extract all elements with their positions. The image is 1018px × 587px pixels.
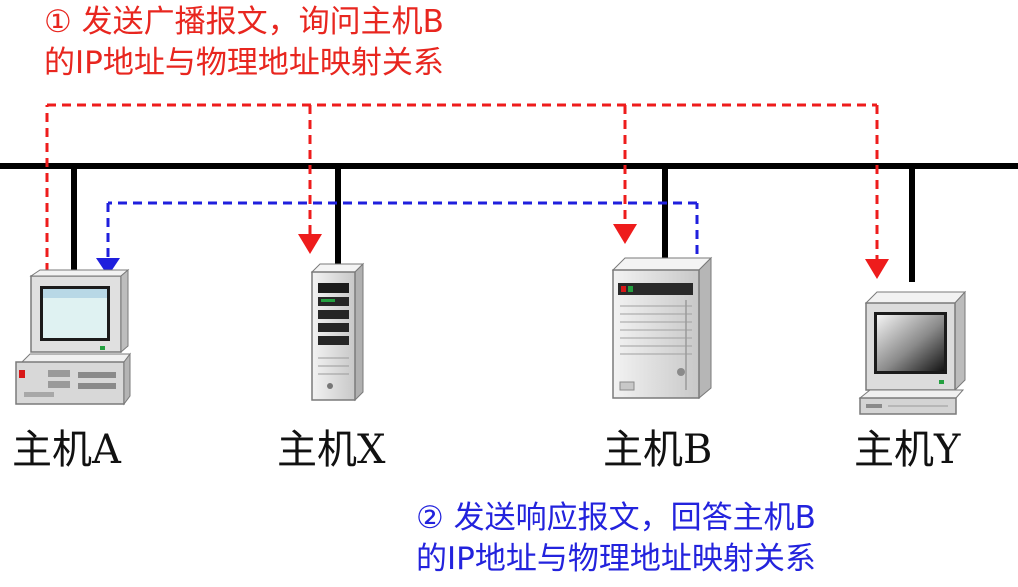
broadcast-caption-line1: ① 发送广播报文，询问主机B [44, 4, 444, 40]
broadcast-arrows [45, 103, 879, 272]
arrow-to-host-y [865, 259, 889, 279]
host-x-server-icon [310, 262, 365, 402]
reply-caption-line1: ② 发送响应报文，回答主机B [416, 500, 816, 536]
reply-arrow [106, 201, 699, 258]
broadcast-caption: ① 发送广播报文，询问主机B 的IP地址与物理地址映射关系 [44, 2, 444, 84]
host-b-server-icon [611, 256, 713, 400]
broadcast-caption-line2: 的IP地址与物理地址映射关系 [44, 45, 444, 81]
host-b-label: 主机B [603, 427, 713, 473]
host-x-label: 主机X [277, 427, 386, 473]
host-y-label: 主机Y [854, 427, 961, 473]
network-bus [0, 163, 1018, 282]
reply-caption-line2: 的IP地址与物理地址映射关系 [416, 541, 816, 577]
host-y-computer-icon [858, 290, 967, 415]
broadcast-arrowheads [298, 224, 889, 279]
arrow-to-host-a [96, 258, 120, 276]
arrow-to-host-b [613, 224, 637, 244]
host-a-label: 主机A [12, 427, 121, 473]
host-a-computer-icon [15, 268, 131, 406]
arrow-to-host-x [298, 234, 322, 254]
reply-caption: ② 发送响应报文，回答主机B 的IP地址与物理地址映射关系 [416, 498, 816, 580]
